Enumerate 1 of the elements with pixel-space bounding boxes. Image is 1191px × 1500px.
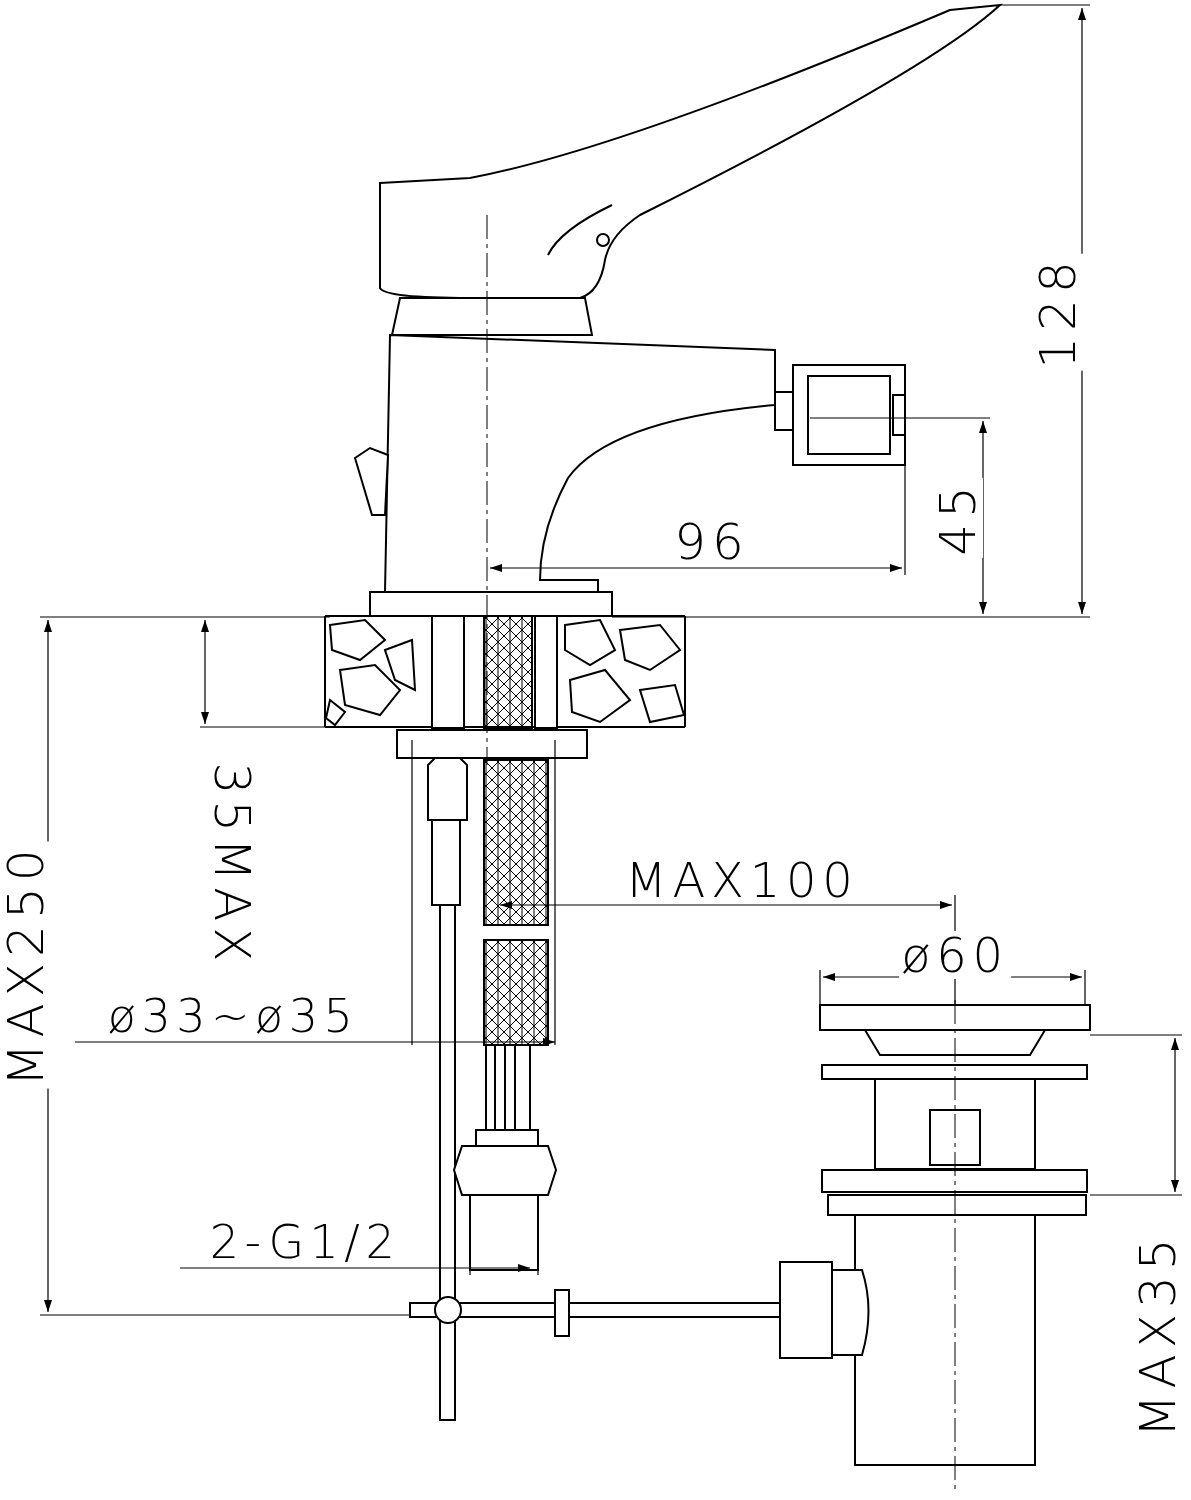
dimension-label: ø60: [899, 931, 1011, 979]
